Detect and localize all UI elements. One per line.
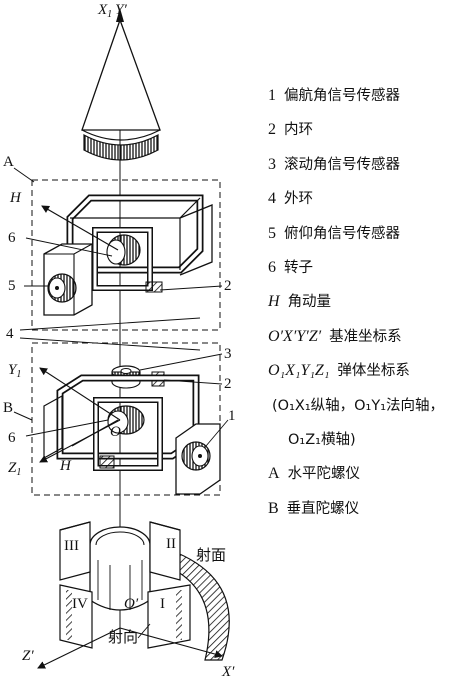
label-1: 1 [228,408,236,424]
leader-2-bottom [163,379,223,385]
label-6-top: 6 [8,230,16,246]
y1-axis-arrow [39,367,121,421]
label-X-prime: X′ [221,664,235,680]
label-H-bottom: H [59,458,72,474]
label-shexiang: 射向 [108,628,138,646]
angular-momentum-arrow-top [41,205,119,251]
label-6-bottom: 6 [8,430,16,446]
x-prime-axis [119,627,223,659]
horizontal-gyro [43,194,213,316]
label-shemian: 射面 [196,546,226,564]
vertical-gyro [43,365,221,495]
roman-IV: IV [72,596,88,612]
label-Z-prime: Z′ [22,648,34,664]
label-Z1: Z1 [8,460,21,478]
label-2-top: 2 [224,278,232,294]
legend-item-reference-frame: O′X′Y′Z′基准坐标系 [268,327,402,345]
legend-item-axes-note-2: O₁Z₁横轴) [288,431,356,448]
label-H-top: H [9,190,22,206]
horizontal-gyro-box-A [31,179,221,331]
leader-4-b [19,337,201,351]
label-Y1: Y1 [8,362,21,380]
roman-II: II [166,536,176,552]
legend-item-axes-note-1: (O₁X₁纵轴，O₁Y₁法向轴， [272,397,445,414]
leader-1 [205,419,229,447]
label-5: 5 [8,278,16,294]
angular-momentum-arrow-bottom [71,419,119,447]
leader-2-top [159,285,223,291]
label-2-bottom: 2 [224,376,232,392]
roman-III: III [64,538,79,554]
label-B: B [3,400,13,416]
label-B-leader [13,411,33,421]
launch-direction-leader [137,623,151,639]
z-prime-axis [37,627,121,669]
label-A: A [3,154,14,170]
label-O-prime: O′ [124,596,139,612]
vertical-axis-arrowhead [116,8,124,22]
leader-4-a [19,317,201,331]
roman-I: I [160,596,165,612]
label-O: O [110,424,121,440]
leader-6-top [25,237,113,257]
label-4: 4 [6,326,14,342]
label-A-leader [13,167,35,183]
leader-3 [139,353,223,371]
leader-6-bottom [25,419,109,437]
label-3: 3 [224,346,232,362]
vertical-gyro-box-B [31,342,221,496]
missile-nose-cone [81,18,161,161]
launch-base [59,521,230,661]
